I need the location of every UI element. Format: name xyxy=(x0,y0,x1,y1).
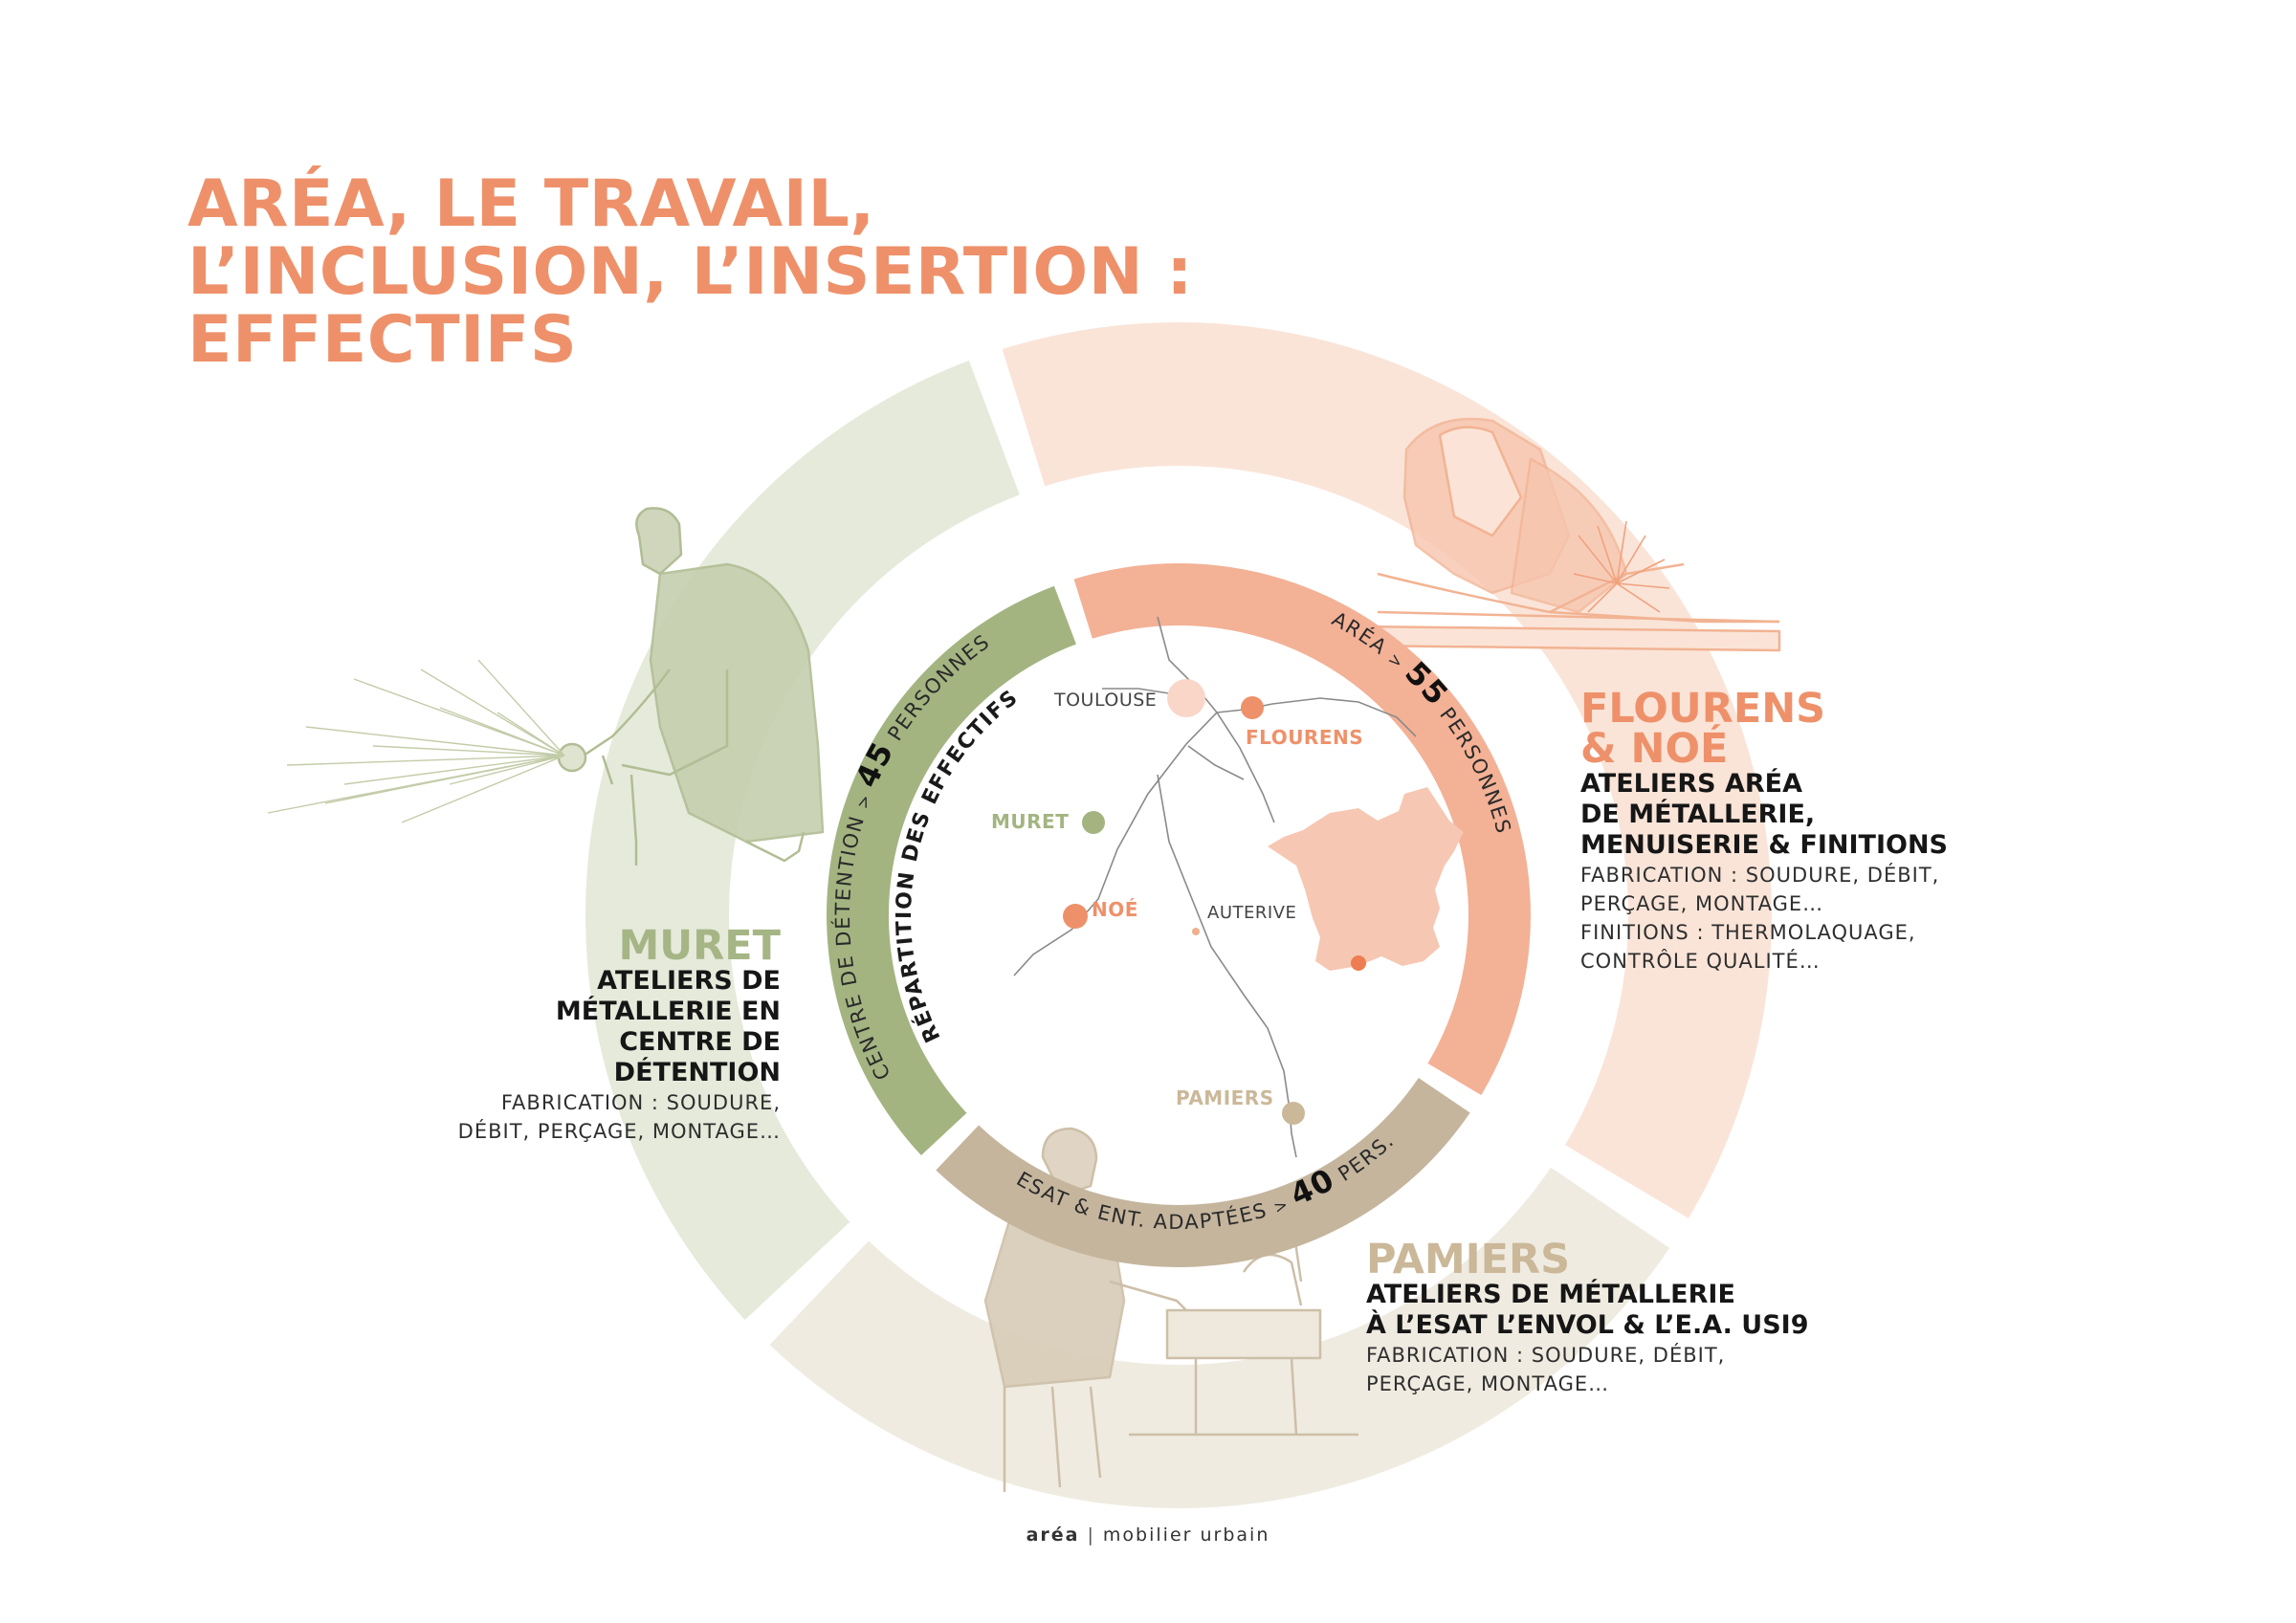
inner-ring xyxy=(827,563,1531,1267)
pamiers-marker xyxy=(1282,1102,1305,1125)
site-pamiers-description: FABRICATION : SOUDURE, DÉBIT, PERÇAGE, M… xyxy=(1366,1344,1726,1395)
site-flourens-noe: FLOURENS & NOÉ ATELIERS ARÉA DE MÉTALLER… xyxy=(1580,689,2174,976)
site-muret-description: FABRICATION : SOUDURE, DÉBIT, PERÇAGE, M… xyxy=(457,1091,781,1143)
grinder-worker-illustration xyxy=(557,507,825,866)
welding-sparks xyxy=(1573,520,1670,613)
footer-tagline: mobilier urbain xyxy=(1102,1524,1270,1546)
muret-label: MURET xyxy=(991,810,1069,833)
site-pamiers-subtitle: ATELIERS DE MÉTALLERIE À L’ESAT L’ENVOL … xyxy=(1366,1280,1809,1340)
inner-segment-esat xyxy=(936,1077,1470,1267)
site-pamiers: PAMIERS ATELIERS DE MÉTALLERIE À L’ESAT … xyxy=(1366,1239,2055,1398)
noe-marker xyxy=(1063,904,1088,929)
flourens-label: FLOURENS xyxy=(1246,726,1363,749)
title-line-1: ARÉA, LE TRAVAIL, xyxy=(188,166,875,242)
outer-segment-esat xyxy=(769,1167,1670,1508)
muret-marker xyxy=(1082,811,1105,834)
site-muret: MURET ATELIERS DE MÉTALLERIE EN CENTRE D… xyxy=(302,926,781,1146)
france-outline xyxy=(1268,787,1464,971)
site-pamiers-name: PAMIERS xyxy=(1366,1236,1571,1283)
site-flourens-name: FLOURENS & NOÉ xyxy=(1580,685,1826,773)
footer: aréa | mobilier urbain xyxy=(0,1524,2296,1546)
grinder-sparks xyxy=(267,659,565,823)
toulouse-marker xyxy=(1167,679,1205,717)
welder-illustration xyxy=(1357,417,1781,652)
page-title: ARÉA, LE TRAVAIL, L’INCLUSION, L’INSERTI… xyxy=(188,170,1431,374)
auterive-marker xyxy=(1192,928,1200,935)
site-flourens-description: FABRICATION : SOUDURE, DÉBIT, PERÇAGE, M… xyxy=(1580,864,1940,973)
france-location-marker xyxy=(1351,955,1366,971)
pamiers-label: PAMIERS xyxy=(1176,1086,1274,1109)
auterive-label: AUTERIVE xyxy=(1207,903,1296,923)
location-map: TOULOUSE FLOURENS MURET NOÉ AUTERIVE PAM… xyxy=(991,616,1464,1158)
footer-brand: aréa xyxy=(1026,1524,1080,1546)
noe-label: NOÉ xyxy=(1092,898,1138,921)
footer-separator: | xyxy=(1087,1524,1095,1546)
inner-segment-centre-detention xyxy=(827,585,1076,1156)
site-flourens-subtitle: ATELIERS ARÉA DE MÉTALLERIE, MENUISERIE … xyxy=(1580,769,1948,860)
site-muret-name: MURET xyxy=(618,922,781,970)
title-line-3: EFFECTIFS xyxy=(188,302,578,378)
toulouse-label: TOULOUSE xyxy=(1053,690,1157,711)
inner-segment-area xyxy=(1073,563,1531,1096)
flourens-marker xyxy=(1241,696,1264,719)
title-line-2: L’INCLUSION, L’INSERTION : xyxy=(188,234,1193,310)
site-muret-subtitle: ATELIERS DE MÉTALLERIE EN CENTRE DE DÉTE… xyxy=(555,966,781,1087)
